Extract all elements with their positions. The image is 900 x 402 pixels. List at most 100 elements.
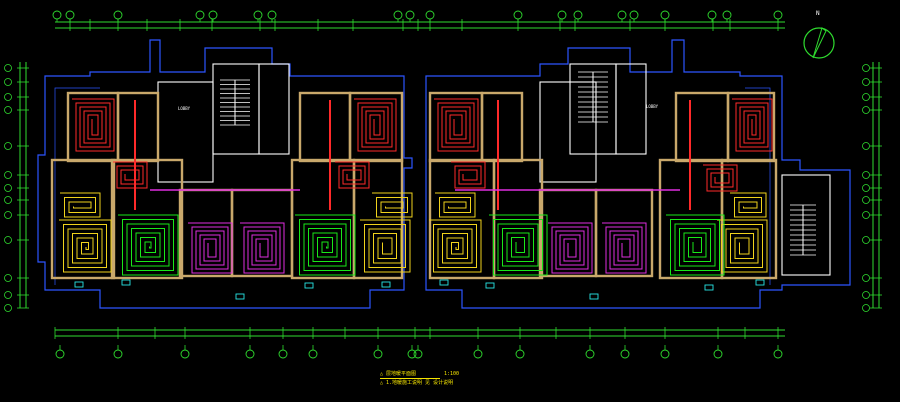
yellow-heating-loop [717,219,768,273]
axis-bubble-icon [862,93,870,101]
axis-bubble-icon [862,274,870,282]
axis-bubble-icon [4,211,12,219]
axis-bubble-icon [4,142,12,150]
axis-bubble-icon [253,10,263,20]
drawing-caption: △ 层地暖平面图 △ 1.地暖施工说明 见 设计说明 1:100 [380,371,530,386]
axis-bubble-icon [55,349,65,359]
stairwells [74,71,816,300]
axis-grid [4,10,882,359]
north-arrow-icon: N [803,10,835,59]
axis-bubble-icon [413,349,423,359]
axis-bubble-icon [862,78,870,86]
yellow-heating-loop [730,192,767,218]
svg-text:N: N [816,10,820,17]
green-heating-loop [295,214,356,276]
lobby-left [157,81,214,183]
unit-wall [348,91,404,163]
cornice-line [745,87,771,285]
green-heating-loop [489,214,548,276]
axis-bubble-icon [278,349,288,359]
lobby-right [539,81,597,183]
axis-bubble-icon [862,211,870,219]
yellow-heating-loop [60,192,101,218]
axis-bubble-icon [308,349,318,359]
axis-bubble-icon [65,10,75,20]
room-label-right-hall: LOBBY [646,104,659,109]
axis-bubble-icon [405,10,415,20]
axis-bubble-icon [267,10,277,20]
axis-bubble-icon [4,196,12,204]
axis-bubble-icon [862,64,870,72]
axis-bubble-icon [585,349,595,359]
axis-bubble-icon [617,10,627,20]
axis-bubble-icon [208,10,218,20]
red-heating-loop [703,164,738,192]
service-left [258,63,290,155]
axis-bubble-icon [4,291,12,299]
window-marker [485,282,495,289]
axis-bubble-icon [707,10,717,20]
axis-bubble-icon [862,236,870,244]
unit-wall [116,91,160,163]
axis-bubble-icon [862,304,870,312]
yellow-heating-loop [59,219,112,273]
axis-bubble-icon [4,304,12,312]
axis-bubble-icon [660,349,670,359]
axis-bubble-icon [425,10,435,20]
unit-wall [674,91,730,163]
axis-bubble-icon [373,349,383,359]
unit-wall [594,188,654,278]
room-labels: LOBBY LOBBY [178,104,659,111]
axis-bubble-icon [557,10,567,20]
unit-wall [50,158,116,280]
magenta-heating-loop [548,222,593,274]
green-heating-loop [118,214,179,276]
window-marker [235,293,245,300]
axis-bubble-icon [4,274,12,282]
axis-bubble-icon [52,10,62,20]
axis-bubble-icon [4,64,12,72]
axis-bubble-icon [113,349,123,359]
cornice-line [54,87,100,285]
axis-bubble-icon [113,10,123,20]
caption-underline [380,378,440,379]
stair-annex [781,174,831,276]
axis-bubble-icon [773,349,783,359]
yellow-heating-loop [372,192,413,218]
caption-scale: 1:100 [444,371,460,377]
yellow-heating-loop [360,219,411,273]
red-heating-loop [434,98,479,152]
axis-bubble-icon [620,349,630,359]
window-marker [589,293,599,300]
green-heating-loop [666,214,725,276]
axis-bubble-icon [722,10,732,20]
axis-bubble-icon [393,10,403,20]
red-heating-loop [354,98,397,152]
unit-wall [230,188,294,278]
service-right [615,63,647,155]
unit-wall [298,91,352,163]
axis-bubble-icon [515,349,525,359]
axis-bubble-icon [862,106,870,114]
magenta-heating-loop [240,222,285,274]
axis-bubble-icon [862,291,870,299]
room-label-left-hall: LOBBY [178,106,191,111]
red-heating-loop [451,161,486,189]
axis-bubble-icon [180,349,190,359]
axis-bubble-icon [195,10,205,20]
axis-bubble-icon [862,196,870,204]
window-marker [439,279,449,286]
unit-wall [480,91,524,163]
window-marker [381,281,391,288]
axis-bubble-icon [4,93,12,101]
axis-bubble-icon [862,142,870,150]
stair-core-left [212,63,260,155]
caption-note: △ 1.地暖施工说明 见 设计说明 [380,380,454,386]
axis-bubble-icon [713,349,723,359]
outline-right-wing [425,39,851,309]
axis-bubble-icon [4,171,12,179]
magenta-heating-loop [602,222,647,274]
axis-bubble-icon [473,349,483,359]
axis-bubble-icon [4,184,12,192]
